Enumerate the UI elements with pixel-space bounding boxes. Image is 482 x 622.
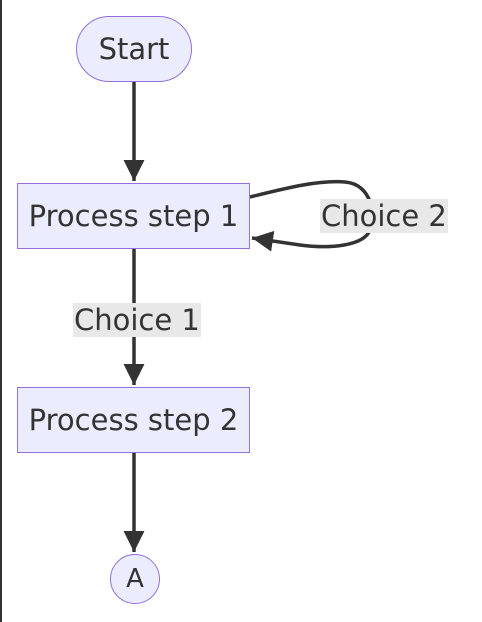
process-step-1-label: Process step 1	[28, 199, 239, 233]
start-node-label: Start	[98, 32, 170, 66]
connector-a-node: A	[110, 554, 160, 604]
process-step-1-node: Process step 1	[17, 183, 250, 249]
left-border	[0, 0, 2, 622]
process-step-2-node: Process step 2	[17, 387, 250, 453]
edge-label-choice-2: Choice 2	[320, 199, 448, 233]
connector-a-label: A	[126, 564, 144, 594]
start-node: Start	[76, 16, 192, 82]
edge-label-choice-1: Choice 1	[73, 303, 201, 337]
process-step-2-label: Process step 2	[28, 403, 239, 437]
